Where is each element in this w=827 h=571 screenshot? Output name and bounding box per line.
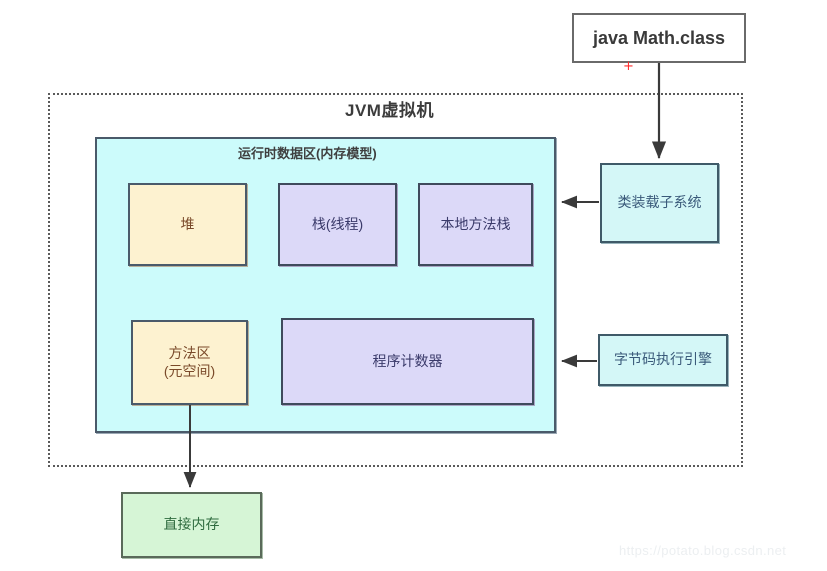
region-native-method-stack: 本地方法栈: [418, 183, 533, 266]
node-direct-memory: 直接内存: [121, 492, 262, 558]
plus-marker-icon: +: [623, 59, 634, 74]
jvm-title: JVM虚拟机: [345, 101, 434, 120]
jvm-container: [48, 93, 743, 467]
region-heap: 堆: [128, 183, 247, 266]
subsystem-bytecode-engine: 字节码执行引擎: [598, 334, 728, 386]
region-stack: 栈(线程): [278, 183, 397, 266]
subsystem-class-loader: 类装载子系统: [600, 163, 719, 243]
watermark: https://potato.blog.csdn.net: [619, 543, 787, 558]
runtime-data-area-title: 运行时数据区(内存模型): [238, 146, 377, 161]
region-method-area: 方法区 (元空间): [131, 320, 248, 405]
region-program-counter: 程序计数器: [281, 318, 534, 405]
java-class-node: java Math.class: [572, 13, 746, 63]
